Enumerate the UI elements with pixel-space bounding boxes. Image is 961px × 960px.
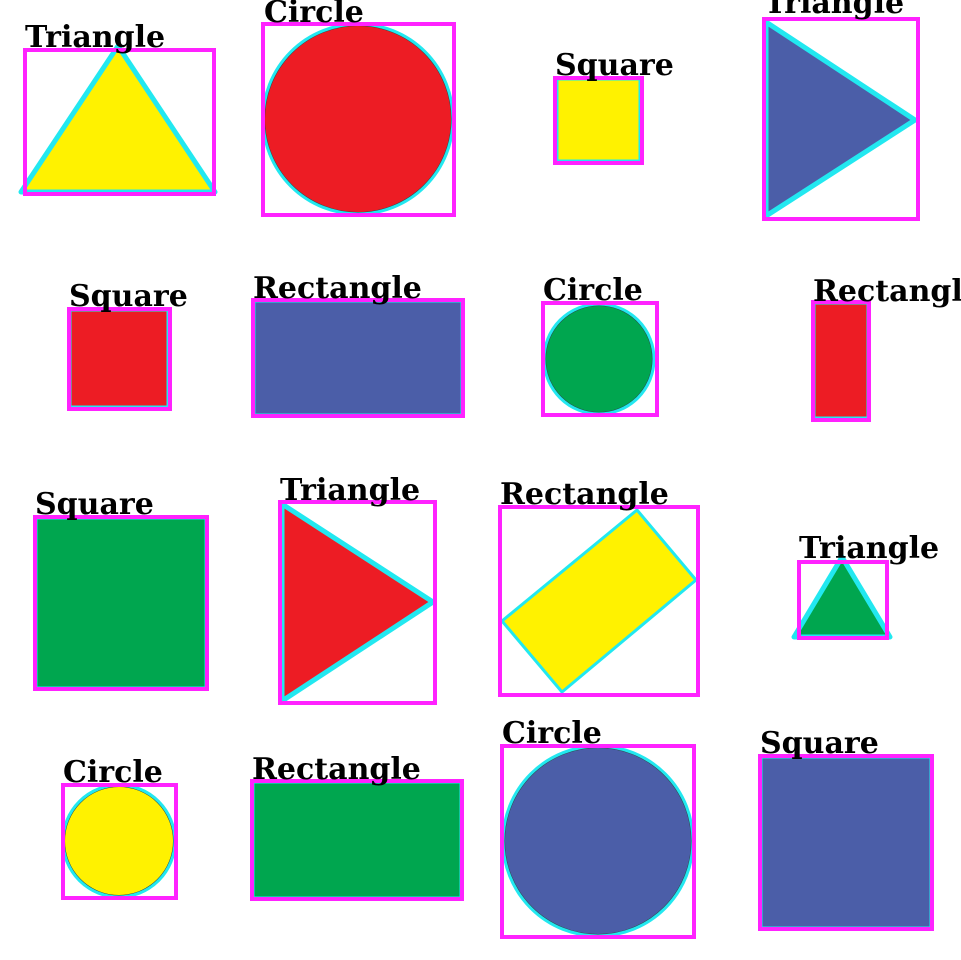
shape-fill — [544, 304, 654, 414]
shape-triangle-blue: Triangle — [762, 0, 920, 221]
shape-label: Circle — [264, 0, 364, 30]
bounding-box — [762, 17, 920, 221]
shape-label: Circle — [543, 273, 643, 308]
shape-circle-yellow: Circle — [61, 755, 178, 900]
shape-fill — [765, 21, 916, 217]
shape-rectangle-green: Rectangle — [250, 752, 464, 901]
bounding-box — [541, 301, 659, 417]
shape-triangle-yellow: Triangle — [18, 20, 218, 196]
shape-label: Square — [555, 48, 674, 83]
shape-rectangle-blue: Rectangle — [251, 271, 465, 418]
shape-circle-blue: Circle — [500, 716, 696, 939]
shape-fill — [793, 556, 891, 638]
shape-triangle-red: Triangle — [278, 473, 437, 705]
shape-fill — [35, 517, 207, 689]
shape-label: Triangle — [764, 0, 904, 21]
shape-label: Rectangle — [813, 274, 961, 309]
shape-circle-red: Circle — [261, 0, 456, 217]
bounding-box — [23, 48, 216, 196]
shape-rectangle-red: Rectangle — [811, 274, 961, 422]
shape-label: Square — [760, 726, 879, 761]
bounding-box — [67, 307, 172, 411]
shape-square-red: Square — [67, 279, 188, 411]
bounding-box — [250, 779, 464, 901]
bounding-box — [278, 500, 437, 705]
shape-label: Triangle — [799, 531, 939, 566]
shape-label: Square — [69, 279, 188, 314]
bounding-box — [251, 298, 465, 418]
shape-label: Circle — [502, 716, 602, 751]
shape-label: Circle — [63, 755, 163, 790]
shape-label: Triangle — [25, 20, 165, 55]
shape-fill — [556, 78, 641, 162]
shape-contour — [500, 508, 698, 694]
shape-triangle-green: Triangle — [791, 531, 939, 640]
shape-fill — [263, 24, 453, 214]
shape-circle-green: Circle — [541, 273, 659, 417]
bounding-box — [811, 300, 871, 422]
shape-fill — [63, 785, 175, 897]
shape-fill — [281, 503, 434, 702]
shape-square-green: Square — [33, 487, 209, 691]
shape-fill — [760, 756, 932, 929]
shape-label: Rectangle — [253, 271, 422, 306]
bounding-box — [553, 76, 644, 165]
shape-label: Rectangle — [252, 752, 421, 787]
bounding-box — [498, 505, 700, 697]
bounding-box — [33, 515, 209, 691]
shape-square-blue: Square — [758, 726, 934, 931]
shape-square-yellow: Square — [553, 48, 674, 165]
shape-fill — [20, 45, 216, 193]
bounding-box — [261, 22, 456, 217]
bounding-box — [797, 560, 889, 640]
shape-fill — [813, 302, 869, 419]
shape-fill — [501, 509, 697, 693]
shape-label: Square — [35, 487, 154, 522]
bounding-box — [500, 744, 696, 939]
shape-fill — [69, 309, 169, 408]
shape-label: Rectangle — [500, 477, 669, 512]
shape-fill — [253, 300, 463, 416]
shape-label: Triangle — [280, 473, 420, 508]
bounding-box — [758, 754, 934, 931]
bounding-box — [61, 783, 178, 900]
shape-rectangle-yellow: Rectangle — [498, 477, 700, 697]
shape-fill — [503, 746, 693, 936]
shape-fill — [252, 781, 462, 899]
